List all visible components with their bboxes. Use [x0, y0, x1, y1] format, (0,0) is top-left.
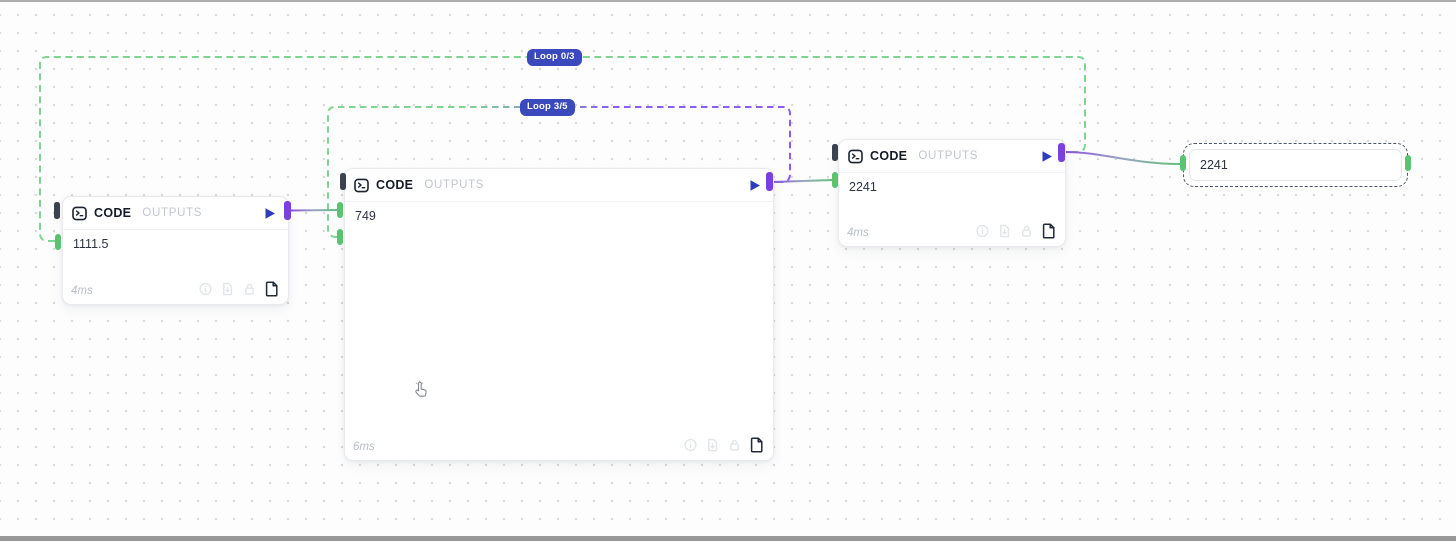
node-header: CODE OUTPUTS: [345, 169, 773, 202]
loop-in-port-node1[interactable]: [55, 234, 61, 250]
result-node[interactable]: 2241: [1183, 143, 1408, 187]
terminal-icon: [72, 206, 87, 221]
result-value: 2241: [1189, 149, 1402, 181]
tab-outputs[interactable]: OUTPUTS: [142, 207, 203, 219]
connection-node3-result[interactable]: [1064, 151, 1181, 165]
tab-outputs[interactable]: OUTPUTS: [918, 150, 979, 162]
terminal-icon: [354, 178, 369, 193]
node-footer: 4ms: [847, 223, 1056, 239]
in-port-result[interactable]: [1180, 155, 1186, 171]
run-button[interactable]: [264, 207, 276, 220]
file-export-icon[interactable]: [706, 438, 719, 452]
code-node-3[interactable]: CODE OUTPUTS 2241 4ms: [838, 139, 1066, 247]
info-icon[interactable]: [199, 282, 212, 296]
out-port-node1[interactable]: [284, 201, 291, 220]
run-button[interactable]: [749, 179, 761, 192]
connection-node1-node2[interactable]: [290, 209, 338, 212]
run-button[interactable]: [1041, 150, 1053, 163]
node-header: CODE OUTPUTS: [63, 197, 288, 230]
document-icon[interactable]: [265, 281, 279, 297]
out-port-node3[interactable]: [1058, 143, 1065, 162]
connection-node2-node3[interactable]: [772, 179, 833, 183]
execution-time: 6ms: [353, 441, 375, 453]
node-title: CODE: [376, 178, 414, 192]
info-icon[interactable]: [976, 224, 989, 238]
tab-outputs[interactable]: OUTPUTS: [424, 179, 485, 191]
file-export-icon[interactable]: [221, 282, 234, 296]
exec-in-port-node1[interactable]: [54, 202, 60, 219]
output-value: 2241: [849, 180, 877, 194]
out-port-node2[interactable]: [766, 172, 773, 191]
info-icon[interactable]: [684, 438, 697, 452]
exec-in-port-node2[interactable]: [340, 173, 346, 190]
document-icon[interactable]: [750, 437, 764, 453]
window-bottom-edge: [0, 536, 1456, 541]
value-in-port-node2[interactable]: [337, 202, 343, 218]
node-title: CODE: [94, 206, 132, 220]
out-port-result[interactable]: [1405, 155, 1411, 171]
execution-time: 4ms: [847, 227, 869, 239]
node-title: CODE: [870, 149, 908, 163]
loop-counter-badge-inner: Loop 3/5: [520, 99, 575, 116]
lock-icon[interactable]: [728, 438, 741, 452]
lock-icon[interactable]: [243, 282, 256, 296]
loop-in-port-node2[interactable]: [337, 229, 343, 245]
node-header: CODE OUTPUTS: [839, 140, 1065, 173]
terminal-icon: [848, 149, 863, 164]
exec-in-port-node3[interactable]: [832, 144, 838, 161]
code-node-1[interactable]: CODE OUTPUTS 1111.5 4ms: [62, 196, 289, 305]
output-value: 1111.5: [73, 237, 109, 251]
node-footer: 6ms: [353, 437, 764, 453]
node-footer: 4ms: [71, 281, 279, 297]
document-icon[interactable]: [1042, 223, 1056, 239]
execution-time: 4ms: [71, 285, 93, 297]
code-node-2[interactable]: CODE OUTPUTS 749 6ms: [344, 168, 774, 461]
lock-icon[interactable]: [1020, 224, 1033, 238]
value-in-port-node3[interactable]: [832, 172, 838, 188]
file-export-icon[interactable]: [998, 224, 1011, 238]
output-value: 749: [355, 209, 376, 223]
window-top-edge: [0, 0, 1456, 2]
loop-counter-badge-outer: Loop 0/3: [527, 49, 582, 66]
